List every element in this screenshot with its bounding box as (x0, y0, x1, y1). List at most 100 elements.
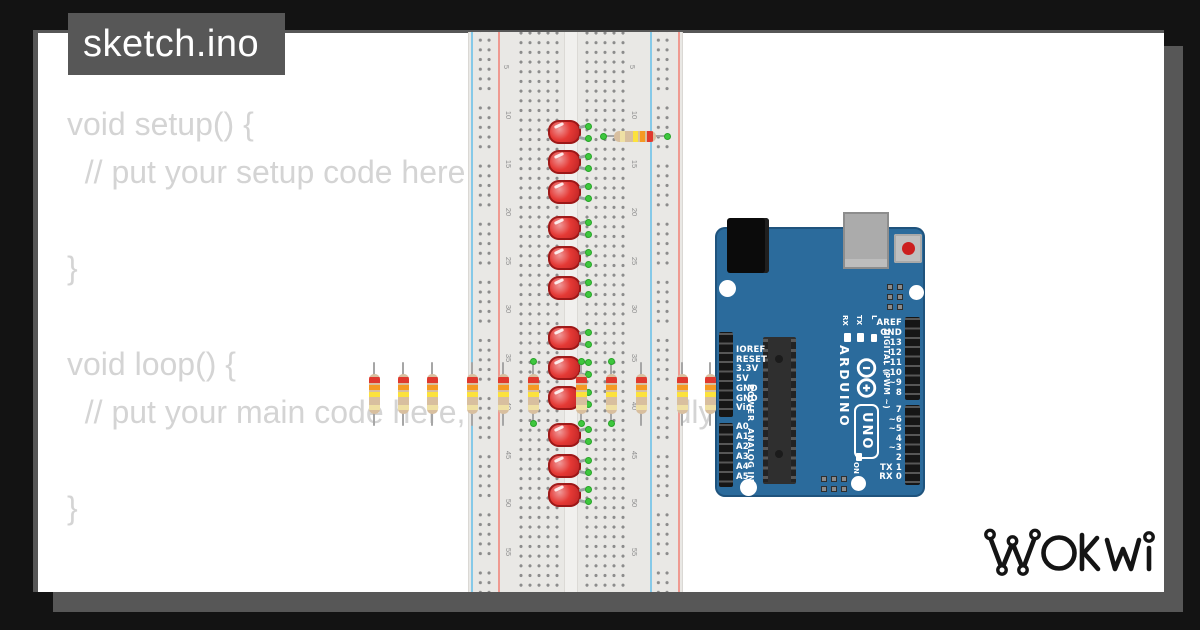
power-pin-header[interactable] (719, 332, 733, 417)
code-line: void loop() { (67, 346, 236, 382)
row-number: 30 (504, 305, 514, 314)
resistor[interactable] (527, 358, 539, 427)
resistor-body (397, 374, 409, 414)
row-number: 55 (504, 547, 514, 556)
terminal-strip-holes-left (516, 32, 562, 592)
row-number: 55 (630, 547, 640, 556)
led[interactable] (548, 119, 594, 145)
resistor-band (605, 377, 617, 383)
resistor-band (704, 385, 716, 390)
resistor-band (497, 385, 509, 390)
connection-dot (585, 248, 592, 256)
resistor-body (426, 374, 438, 414)
uno-model-label: UNO (859, 412, 874, 451)
resistor[interactable] (635, 362, 647, 426)
led[interactable] (548, 245, 594, 271)
resistor[interactable] (426, 362, 438, 426)
led[interactable] (548, 482, 594, 508)
digital-pin-label: 2 (895, 453, 902, 463)
resistor-band (635, 392, 647, 397)
resistor[interactable] (466, 362, 478, 426)
row-number: 20 (630, 208, 640, 217)
led[interactable] (548, 275, 594, 301)
power-pin-label: GND (736, 383, 758, 394)
row-number: 15 (630, 159, 640, 168)
digital-pin-label: 12 (889, 348, 902, 358)
resistor-band (426, 392, 438, 397)
analog-pin-label: A2 (736, 442, 749, 452)
power-pin-label: 3.3V (736, 364, 759, 375)
led[interactable] (548, 179, 594, 205)
connection-dot (585, 437, 592, 445)
connection-dot (585, 164, 592, 172)
resistor[interactable] (676, 362, 688, 426)
tx-led-label: TX (855, 315, 863, 326)
connection-dot (585, 218, 592, 226)
led[interactable] (548, 453, 594, 479)
digital-pin-label: ~5 (888, 424, 902, 435)
led-bulb (548, 326, 581, 350)
resistor[interactable] (704, 362, 716, 426)
connection-dot (664, 132, 671, 140)
led-bulb (548, 454, 581, 478)
led-bulb (548, 423, 581, 447)
resistor[interactable] (605, 358, 617, 427)
reset-button[interactable] (894, 234, 922, 263)
icsp-header (887, 284, 903, 310)
code-line: } (67, 250, 78, 286)
row-number: 50 (504, 499, 514, 508)
resistor-band (704, 405, 716, 410)
power-jack (727, 218, 769, 273)
resistor-band (575, 385, 587, 390)
led[interactable] (548, 215, 594, 241)
resistor[interactable] (600, 130, 671, 142)
led[interactable] (548, 385, 594, 411)
resistor[interactable] (368, 362, 380, 426)
rx-led (844, 333, 851, 342)
connection-dot (529, 358, 537, 365)
connection-dot (585, 194, 592, 202)
breadboard[interactable]: 5510101515202025253030353540404545505055… (468, 32, 683, 592)
power-section-label: POWER (746, 384, 755, 423)
digital-pin-label: 8 (895, 388, 902, 398)
connection-dot (585, 182, 592, 190)
resistor-band (368, 385, 380, 390)
atmega-chip (763, 337, 796, 484)
row-number: 20 (504, 208, 514, 217)
row-number: 35 (630, 353, 640, 362)
digital-pin-header-top[interactable] (905, 317, 920, 400)
wokwi-logo (984, 528, 1155, 576)
analog-pin-label: A4 (736, 462, 749, 472)
analog-pin-header[interactable] (719, 423, 733, 487)
resistor-band (605, 385, 617, 390)
resistor-band (397, 377, 409, 383)
resistor-band (527, 377, 539, 383)
digital-pin-header-bottom[interactable] (905, 405, 920, 485)
sketch-tab: sketch.ino (68, 13, 285, 75)
mounting-hole (718, 279, 736, 297)
resistor-body (614, 130, 656, 142)
row-number: 5 (628, 64, 638, 69)
led[interactable] (548, 325, 594, 351)
led[interactable] (548, 355, 594, 381)
led[interactable] (548, 149, 594, 175)
resistor[interactable] (575, 358, 587, 427)
resistor-band (633, 130, 638, 142)
row-number: 50 (630, 499, 640, 508)
row-number: 10 (504, 111, 514, 120)
connection-dot (585, 122, 592, 130)
resistor-band (497, 377, 509, 383)
connection-dot (585, 340, 592, 348)
resistor[interactable] (497, 362, 509, 426)
led-bulb (548, 276, 581, 300)
chip-dimple (775, 355, 783, 363)
row-number: 10 (630, 111, 640, 120)
led[interactable] (548, 422, 594, 448)
resistor[interactable] (397, 362, 409, 426)
arduino-infinity-logo (856, 358, 877, 398)
power-pin-label: RESET (736, 354, 768, 365)
connection-dot (585, 290, 592, 298)
resistor-band (575, 377, 587, 383)
